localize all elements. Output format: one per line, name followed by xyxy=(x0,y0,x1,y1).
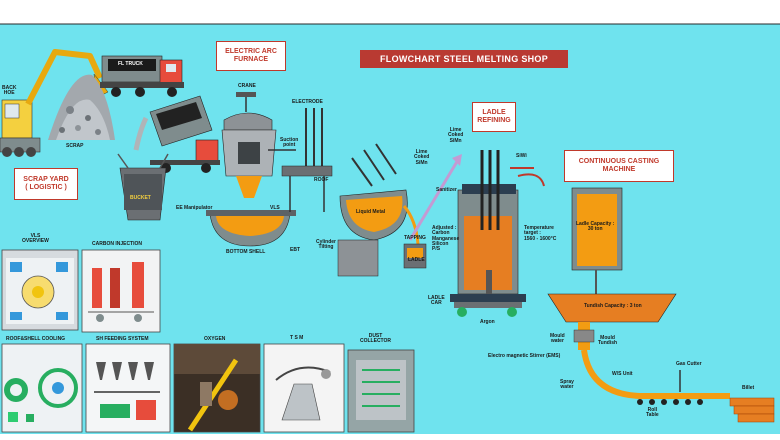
label-lime-coke-left: Lime Coked SiMn xyxy=(414,149,430,166)
label-crane: CRANE xyxy=(238,83,256,89)
dump-truck-illustration xyxy=(133,95,220,173)
label-tundish-capacity: Tundish Capacity : 3 ton xyxy=(584,303,642,309)
label-ladle: LADLE xyxy=(408,257,425,263)
tilting-furnace-illustration xyxy=(337,143,427,277)
thumb-tsm xyxy=(263,343,345,433)
section-eaf: ELECTRIC ARC FURNACE xyxy=(216,41,286,71)
label-electrode: ELECTRODE xyxy=(292,99,323,105)
caption-dust-collector: DUST COLLECTOR xyxy=(360,333,392,345)
label-siwi: SiWi xyxy=(516,153,527,159)
label-tapping: TAPPING xyxy=(404,235,426,241)
caption-roof-shell-cooling: ROOF&SHELL COOLING xyxy=(6,336,66,342)
thumb-roof-shell-cooling xyxy=(1,343,83,433)
section-ladle-refining: LADLE REFINING xyxy=(472,102,516,132)
thumb-sh-feeding xyxy=(85,343,171,433)
label-roof: ROOF xyxy=(314,177,329,183)
label-ladle-capacity: Ladle Capacity : 30 ton xyxy=(576,221,615,233)
caption-oxygen: OXYGEN xyxy=(204,336,226,342)
ladle-refining-illustration xyxy=(450,150,545,317)
label-truck: FL TRUCK xyxy=(118,61,143,67)
bucket-illustration xyxy=(117,153,169,221)
label-roll-table: Roll Table xyxy=(646,407,659,419)
section-ccm: CONTINUOUS CASTING MACHINE xyxy=(564,150,674,182)
label-billet: Billet xyxy=(742,385,755,391)
main-title: FLOWCHART STEEL MELTING SHOP xyxy=(360,50,568,68)
label-gas-cutter: Gas Cutter xyxy=(676,361,702,367)
label-suction: Suction point xyxy=(280,137,299,149)
thumb-carbon-injection xyxy=(81,249,161,333)
thumb-vls-overview xyxy=(1,249,79,331)
label-mould-tundish: Mould Tundish xyxy=(598,335,618,347)
label-back-hoe: BACK HOE xyxy=(2,85,17,97)
section-scrap-yard: SCRAP YARD ( LOGISTIC ) xyxy=(14,168,78,200)
caption-tsm: T S M xyxy=(290,335,304,341)
caption-sh-feeding: SH FEEDING SYSTEM xyxy=(96,336,149,342)
label-bucket: BUCKET xyxy=(130,195,151,201)
label-ebt: EBT xyxy=(290,247,300,253)
label-argon: Argon xyxy=(480,319,495,325)
label-liquid-metal: Liquid Metal xyxy=(356,209,386,215)
label-temperature: Temperature target : 1560 - 1600°C xyxy=(524,225,557,242)
label-vls: VLS xyxy=(270,205,280,211)
ccm-illustration xyxy=(547,187,775,423)
label-spray-water: Spray water xyxy=(560,379,574,391)
label-ladle-car: LADLE CAR xyxy=(428,295,445,307)
billet-stack-illustration xyxy=(729,397,775,423)
label-adjusted: Adjusted : Carbon Manganese Silicon P/S xyxy=(432,225,460,252)
eaf-illustration xyxy=(206,92,333,247)
label-bottom-shell: BOTTOM SHELL xyxy=(226,249,266,255)
label-ems: Electro magnetic Stirrer (EMS) xyxy=(488,353,561,359)
scrap-pile-illustration xyxy=(48,74,115,140)
scrap-truck-illustration xyxy=(100,55,184,97)
label-ee-manipulator: EE Manipulator xyxy=(176,205,213,211)
caption-carbon-injection: CARBON INJECTION xyxy=(92,241,143,247)
label-ws-unit: W/S Unit xyxy=(612,371,633,377)
label-cylinder-tilting: Cylinder Tilting xyxy=(316,239,337,251)
thumb-dust-collector xyxy=(347,349,415,433)
label-mould-water: Mould water xyxy=(550,333,565,345)
thumb-oxygen xyxy=(173,343,261,433)
label-sanitizer: Sanitizer xyxy=(436,187,457,193)
label-lime-coke-top: Lime Coked SiMn xyxy=(448,127,464,144)
label-scrap: SCRAP xyxy=(66,143,84,149)
caption-vls-overview: VLS OVERVIEW xyxy=(22,233,49,245)
